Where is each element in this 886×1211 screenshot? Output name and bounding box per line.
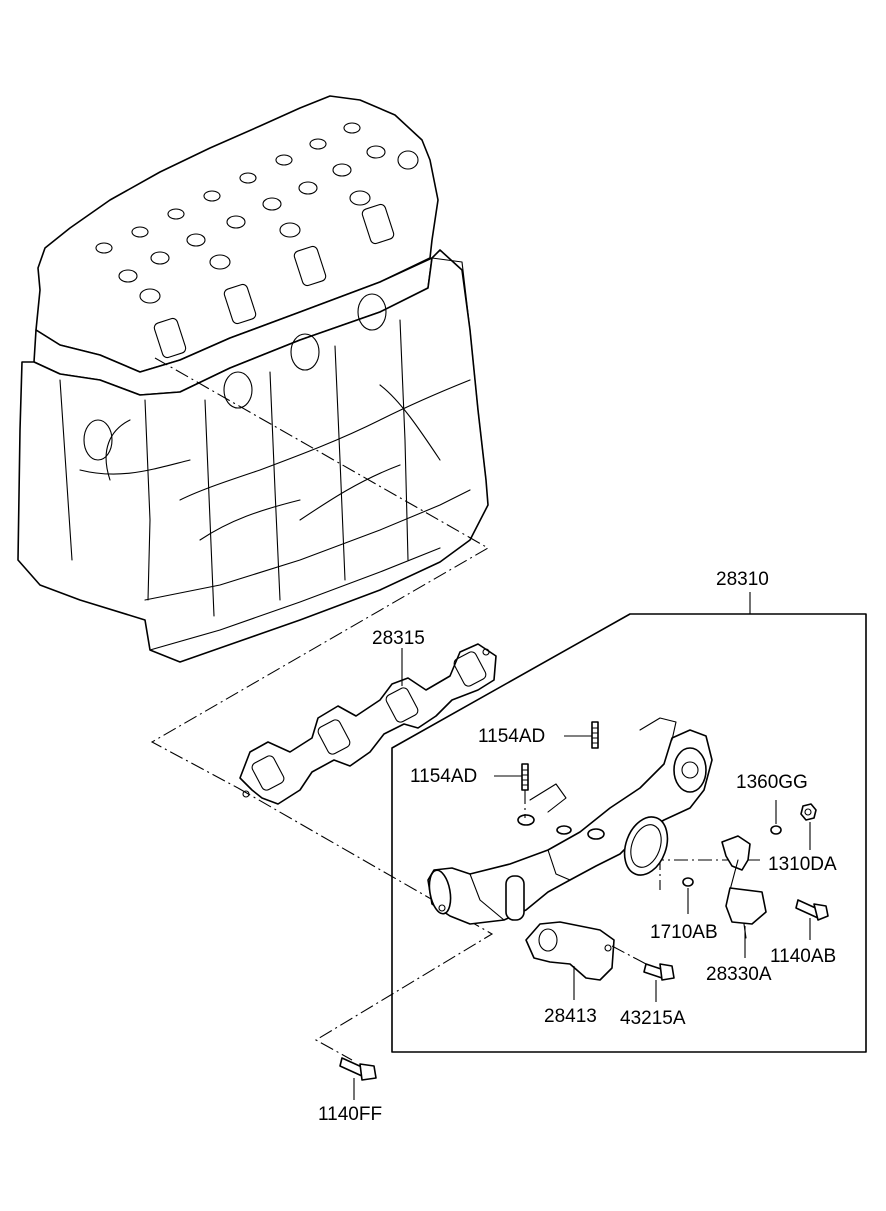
stud-upper xyxy=(564,721,599,749)
label-washer: 1360GG xyxy=(736,772,808,793)
label-actuator: 28330A xyxy=(706,964,772,985)
flange-bolt xyxy=(339,1057,377,1100)
assembly-box xyxy=(391,592,867,1053)
actuator xyxy=(721,835,767,958)
bolt-actuator xyxy=(795,899,829,940)
label-bolt-bracket: 43215A xyxy=(620,1008,686,1029)
label-bracket: 28413 xyxy=(544,1006,597,1027)
exhaust-manifold xyxy=(427,717,713,925)
label-nut: 1310DA xyxy=(768,854,837,875)
label-flange-bolt: 1140FF xyxy=(318,1104,382,1125)
engine-block xyxy=(17,95,489,663)
bracket xyxy=(525,921,615,1000)
stud-lower xyxy=(494,763,529,818)
label-exhaust-manifold-assembly: 28310 xyxy=(716,569,769,590)
label-bolt-actuator: 1140AB xyxy=(770,946,836,967)
label-stud-upper: 1154AD xyxy=(478,726,545,747)
manifold-gasket xyxy=(239,643,497,805)
label-plug: 1710AB xyxy=(650,922,718,943)
label-stud-lower: 1154AD xyxy=(410,766,477,787)
bolt-bracket xyxy=(611,945,675,1002)
washer xyxy=(770,800,782,835)
nut xyxy=(800,803,817,850)
plug xyxy=(682,877,694,914)
label-manifold-gasket: 28315 xyxy=(372,628,425,649)
